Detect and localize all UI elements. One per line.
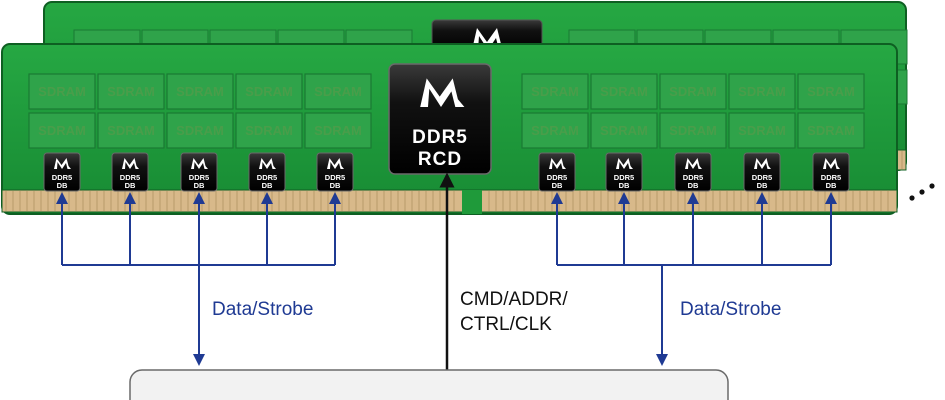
sdram-chip: SDRAM <box>304 73 372 110</box>
host-controller-box <box>129 369 729 400</box>
sdram-chip-label: SDRAM <box>669 84 717 99</box>
db-label-line2: DB <box>757 181 768 190</box>
db-label-line1: DDR5 <box>120 173 140 182</box>
data-strobe-label-right: Data/Strobe <box>680 299 781 320</box>
db-label-line2: DB <box>552 181 563 190</box>
db-label-line1: DDR5 <box>614 173 634 182</box>
db-label-line1: DDR5 <box>821 173 841 182</box>
sdram-chip-label: SDRAM <box>531 123 579 138</box>
sdram-chip: SDRAM <box>590 112 658 149</box>
sdram-chip-label: SDRAM <box>38 84 86 99</box>
db-label-line1: DDR5 <box>547 173 567 182</box>
db-label-line1: DDR5 <box>52 173 72 182</box>
sdram-chip: SDRAM <box>728 73 796 110</box>
sdram-chip-label: SDRAM <box>107 123 155 138</box>
db-label-line2: DB <box>619 181 630 190</box>
sdram-chip-label: SDRAM <box>245 123 293 138</box>
rcd-chip: DDR5 RCD <box>388 63 492 175</box>
sdram-chip-grid: SDRAM SDRAM SDRAM SDRAM SDRAM SDRAM SDRAM SDRAM… <box>28 73 865 149</box>
data-strobe-bus <box>56 192 837 366</box>
front-module: SDRAM SDRAM SDRAM SDRAM SDRAM SDRAM SDRAM SDRAM… <box>1 43 898 215</box>
sdram-chip: SDRAM <box>659 73 727 110</box>
sdram-chip: SDRAM <box>521 112 589 149</box>
sdram-chip-label: SDRAM <box>807 84 855 99</box>
sdram-chip: SDRAM <box>235 112 303 149</box>
sdram-chip-label: SDRAM <box>669 123 717 138</box>
sdram-chip: SDRAM <box>521 73 589 110</box>
db-label-line2: DB <box>826 181 837 190</box>
sdram-chip: SDRAM <box>97 112 165 149</box>
db-label-line2: DB <box>125 181 136 190</box>
rcd-label-line1: DDR5 <box>412 127 468 148</box>
sdram-chip-label: SDRAM <box>38 123 86 138</box>
sdram-chip-label: SDRAM <box>245 84 293 99</box>
sdram-chip: SDRAM <box>166 112 234 149</box>
sdram-chip-label: SDRAM <box>600 84 648 99</box>
cmd-label-line2: CTRL/CLK <box>460 314 552 335</box>
sdram-chip-label: SDRAM <box>176 123 224 138</box>
db-label-line2: DB <box>194 181 205 190</box>
rcd-label-line2: RCD <box>418 149 462 170</box>
sdram-chip: SDRAM <box>304 112 372 149</box>
sdram-chip-label: SDRAM <box>738 123 786 138</box>
sdram-chip: SDRAM <box>97 73 165 110</box>
continuation-dots-icon <box>909 183 935 201</box>
db-label-line2: DB <box>688 181 699 190</box>
sdram-chip: SDRAM <box>28 73 96 110</box>
sdram-chip-label: SDRAM <box>738 84 786 99</box>
sdram-chip-label: SDRAM <box>176 84 224 99</box>
sdram-chip: SDRAM <box>659 112 727 149</box>
sdram-chip: SDRAM <box>797 73 865 110</box>
contact-strip <box>1 189 898 213</box>
db-label-line2: DB <box>262 181 273 190</box>
sdram-chip-label: SDRAM <box>600 123 648 138</box>
db-label-line2: DB <box>57 181 68 190</box>
sdram-chip: SDRAM <box>728 112 796 149</box>
db-label-line1: DDR5 <box>325 173 345 182</box>
sdram-chip: SDRAM <box>166 73 234 110</box>
sdram-chip-label: SDRAM <box>807 123 855 138</box>
sdram-chip: SDRAM <box>28 112 96 149</box>
sdram-chip-label: SDRAM <box>107 84 155 99</box>
db-label-line1: DDR5 <box>752 173 772 182</box>
data-buffer-row: DDR5DBDDR5DBDDR5DBDDR5DBDDR5DBDDR5DBDDR5… <box>43 152 850 192</box>
sdram-chip: SDRAM <box>797 112 865 149</box>
db-label-line1: DDR5 <box>189 173 209 182</box>
sdram-chip-label: SDRAM <box>314 123 362 138</box>
db-label-line1: DDR5 <box>257 173 277 182</box>
db-label-line2: DB <box>330 181 341 190</box>
sdram-chip-label: SDRAM <box>531 84 579 99</box>
key-notch <box>462 190 482 214</box>
sdram-chip: SDRAM <box>590 73 658 110</box>
sdram-chip: SDRAM <box>235 73 303 110</box>
sdram-chip-label: SDRAM <box>314 84 362 99</box>
data-strobe-label-left: Data/Strobe <box>212 299 313 320</box>
cmd-label-line1: CMD/ADDR/ <box>460 289 568 310</box>
db-label-line1: DDR5 <box>683 173 703 182</box>
